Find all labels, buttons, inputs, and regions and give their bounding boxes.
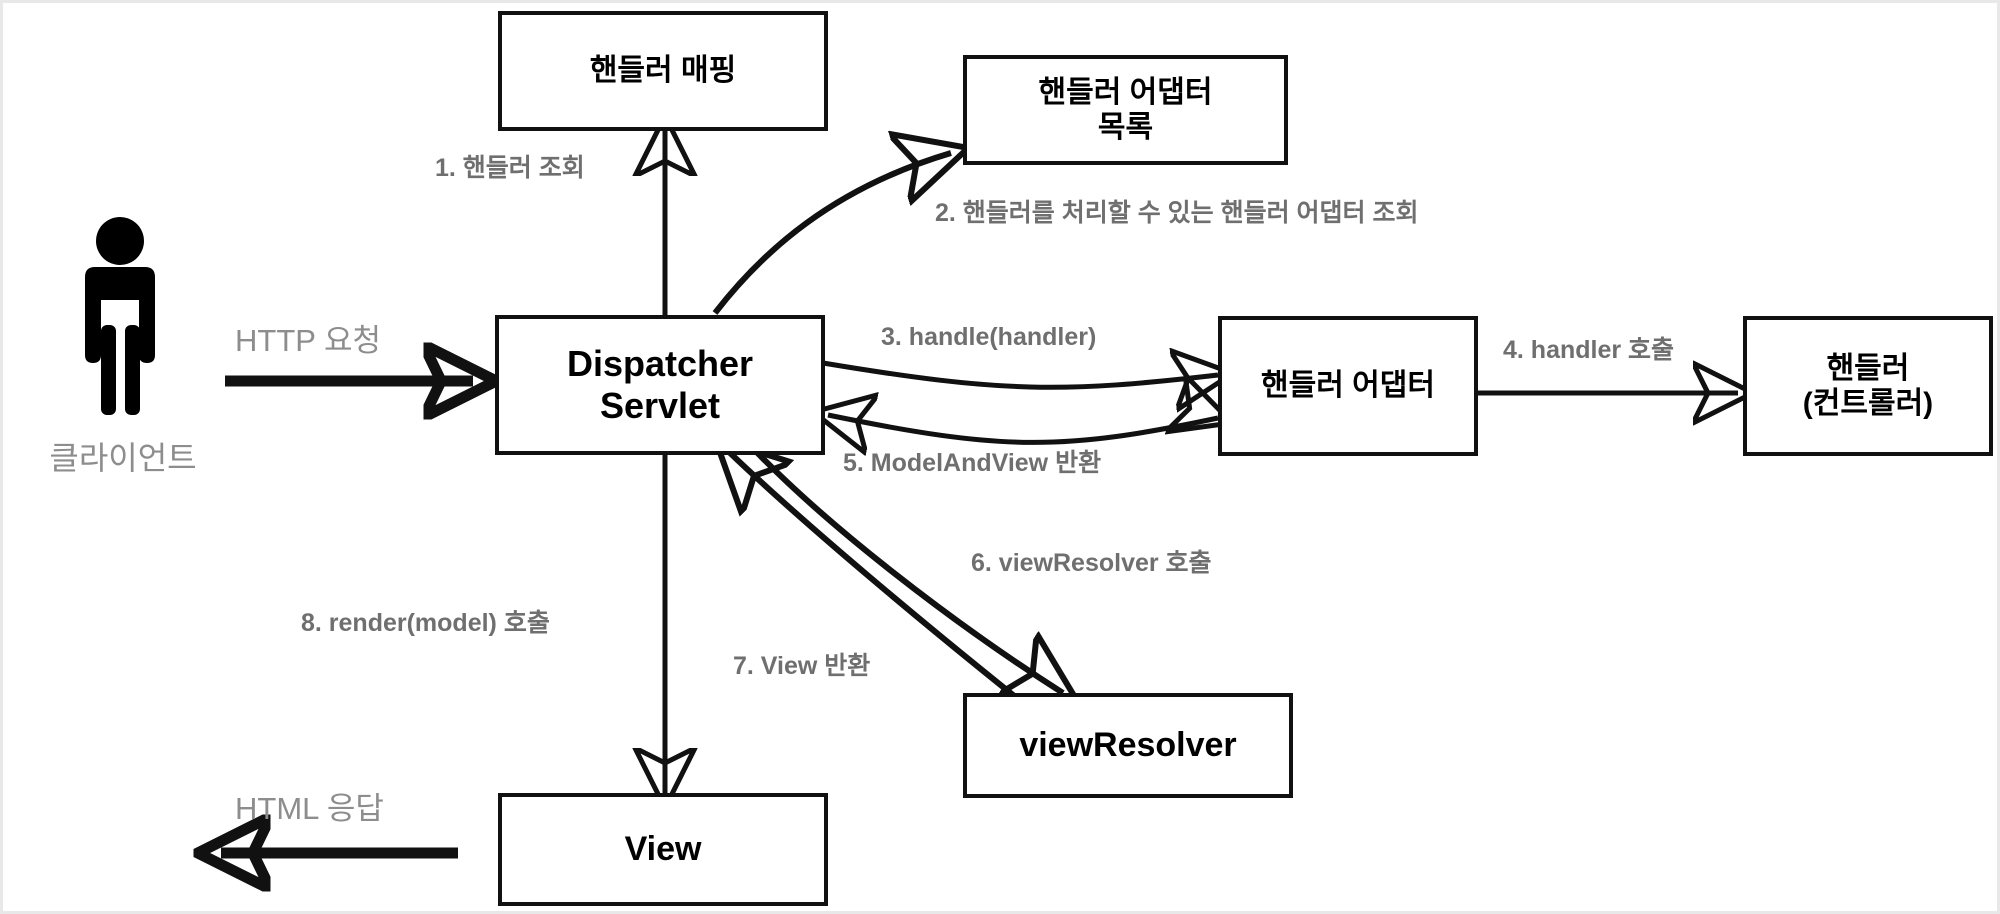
caption-step-2: 2. 핸들러를 처리할 수 있는 핸들러 어댑터 조회 — [935, 199, 1419, 227]
node-dispatcher-servlet[interactable]: Dispatcher Servlet — [495, 315, 825, 455]
caption-step-5: 5. ModelAndView 반환 — [843, 449, 1102, 477]
caption-http-request: HTTP 요청 — [235, 323, 382, 358]
node-handler-mapping[interactable]: 핸들러 매핑 — [498, 11, 828, 131]
caption-step-6: 6. viewResolver 호출 — [971, 549, 1212, 577]
edge-step-7 — [728, 451, 1025, 706]
edge-step-2 — [712, 153, 951, 315]
node-handler-controller[interactable]: 핸들러 (컨트롤러) — [1743, 316, 1993, 456]
node-handler-adapter-list[interactable]: 핸들러 어댑터 목록 — [963, 55, 1288, 165]
edge-layer — [3, 3, 2000, 914]
client-label: 클라이언트 — [49, 440, 197, 476]
caption-step-7: 7. View 반환 — [733, 652, 871, 680]
caption-step-4: 4. handler 호출 — [1503, 336, 1675, 364]
caption-http-response: HTML 응답 — [235, 791, 384, 826]
node-view[interactable]: View — [498, 793, 828, 906]
caption-step-3: 3. handle(handler) — [881, 323, 1097, 351]
caption-step-8: 8. render(model) 호출 — [301, 609, 550, 637]
node-handler-adapter[interactable]: 핸들러 어댑터 — [1218, 316, 1478, 456]
node-view-resolver[interactable]: viewResolver — [963, 693, 1293, 798]
person-icon — [85, 217, 155, 415]
caption-step-1: 1. 핸들러 조회 — [435, 154, 585, 182]
edge-step-3 — [822, 363, 1218, 387]
